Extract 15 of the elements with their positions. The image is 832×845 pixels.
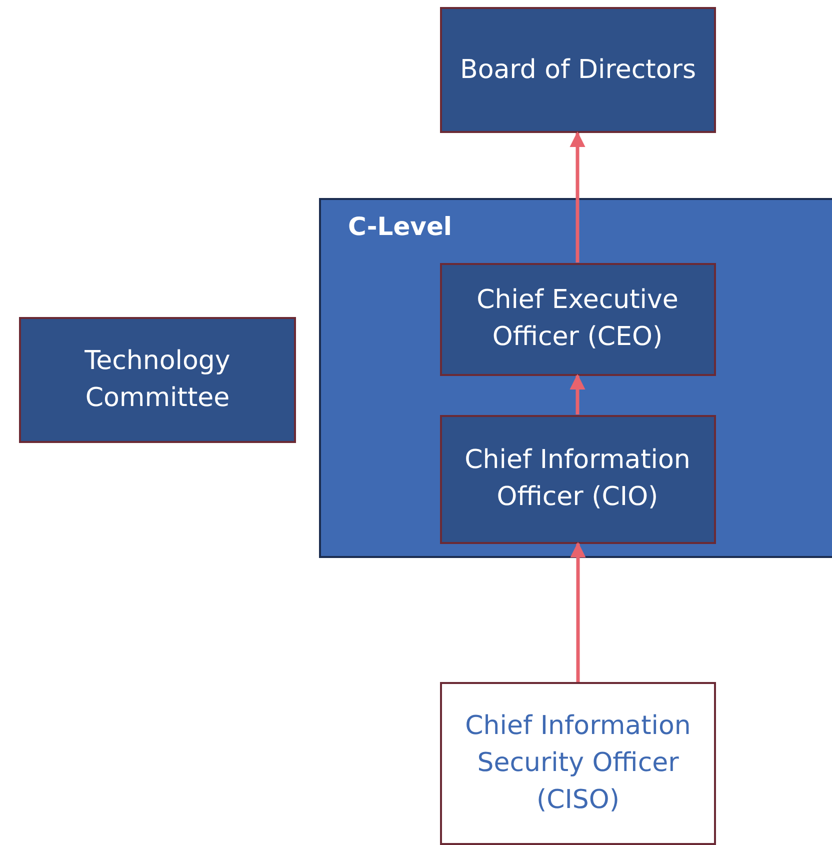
role-label: Chief Information Officer (CIO)	[464, 444, 692, 514]
arrow	[570, 374, 586, 414]
role-label: Technology Committee	[84, 345, 232, 415]
role-box	[440, 262, 716, 376]
group-title: C-Level	[347, 211, 454, 243]
role-box	[440, 682, 716, 845]
role-box	[440, 414, 716, 544]
group-panel	[319, 198, 832, 558]
arrow	[570, 542, 586, 682]
arrow	[570, 131, 586, 262]
role-label: Chief Executive Officer (CEO)	[476, 284, 680, 354]
role-box	[19, 317, 296, 443]
role-box	[440, 7, 716, 133]
role-label: Board of Directors	[459, 54, 697, 86]
role-label: Chief Information Security Officer (CISO)	[464, 710, 692, 817]
